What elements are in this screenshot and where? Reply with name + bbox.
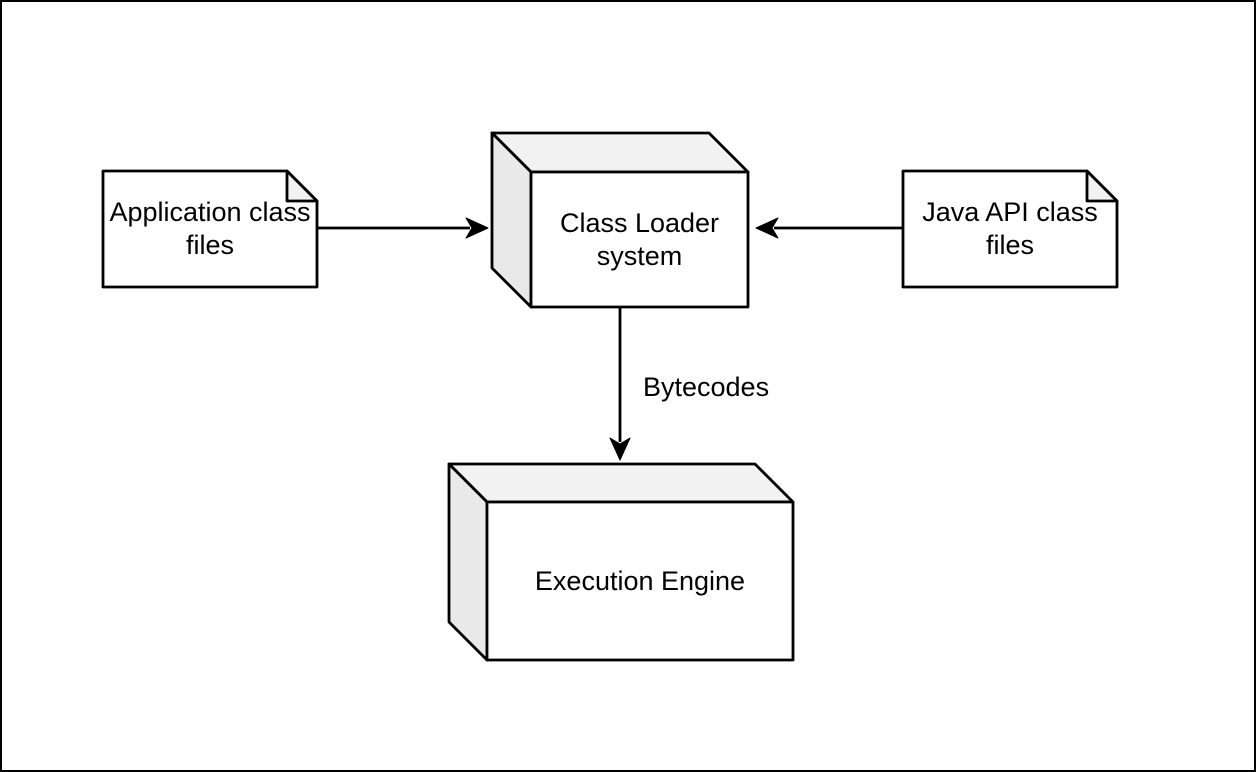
node-class-loader-system[interactable] xyxy=(490,131,750,309)
note-shape[interactable] xyxy=(101,169,319,289)
cube-front-face[interactable] xyxy=(485,500,795,662)
node-label-application-class-files: Application class files xyxy=(109,197,311,260)
note-shape[interactable] xyxy=(901,169,1119,289)
edge-app-files-to-class-loader[interactable] xyxy=(317,217,489,239)
edge-class-loader-to-execution-engine[interactable] xyxy=(609,307,631,461)
note-fold xyxy=(285,169,319,203)
cube-front-face[interactable] xyxy=(529,170,750,309)
note-fold xyxy=(1085,169,1119,203)
edge-label-bytecodes: Bytecodes xyxy=(643,372,770,402)
arrowhead-left-icon xyxy=(755,217,779,239)
node-java-api-class-files[interactable] xyxy=(901,169,1119,289)
node-execution-engine[interactable] xyxy=(447,462,795,662)
node-label-execution-engine: Execution Engine xyxy=(534,565,746,596)
node-application-class-files[interactable] xyxy=(101,169,319,289)
node-label-java-api-class-files: Java API class files xyxy=(922,197,1098,260)
node-label-class-loader-system: Class Loader system xyxy=(559,207,720,271)
arrowhead-right-icon xyxy=(465,217,489,239)
cube-top-face xyxy=(447,462,795,504)
arrowhead-down-icon xyxy=(609,437,631,461)
cube-top-face xyxy=(490,131,750,174)
edge-java-api-to-class-loader[interactable] xyxy=(755,217,903,239)
